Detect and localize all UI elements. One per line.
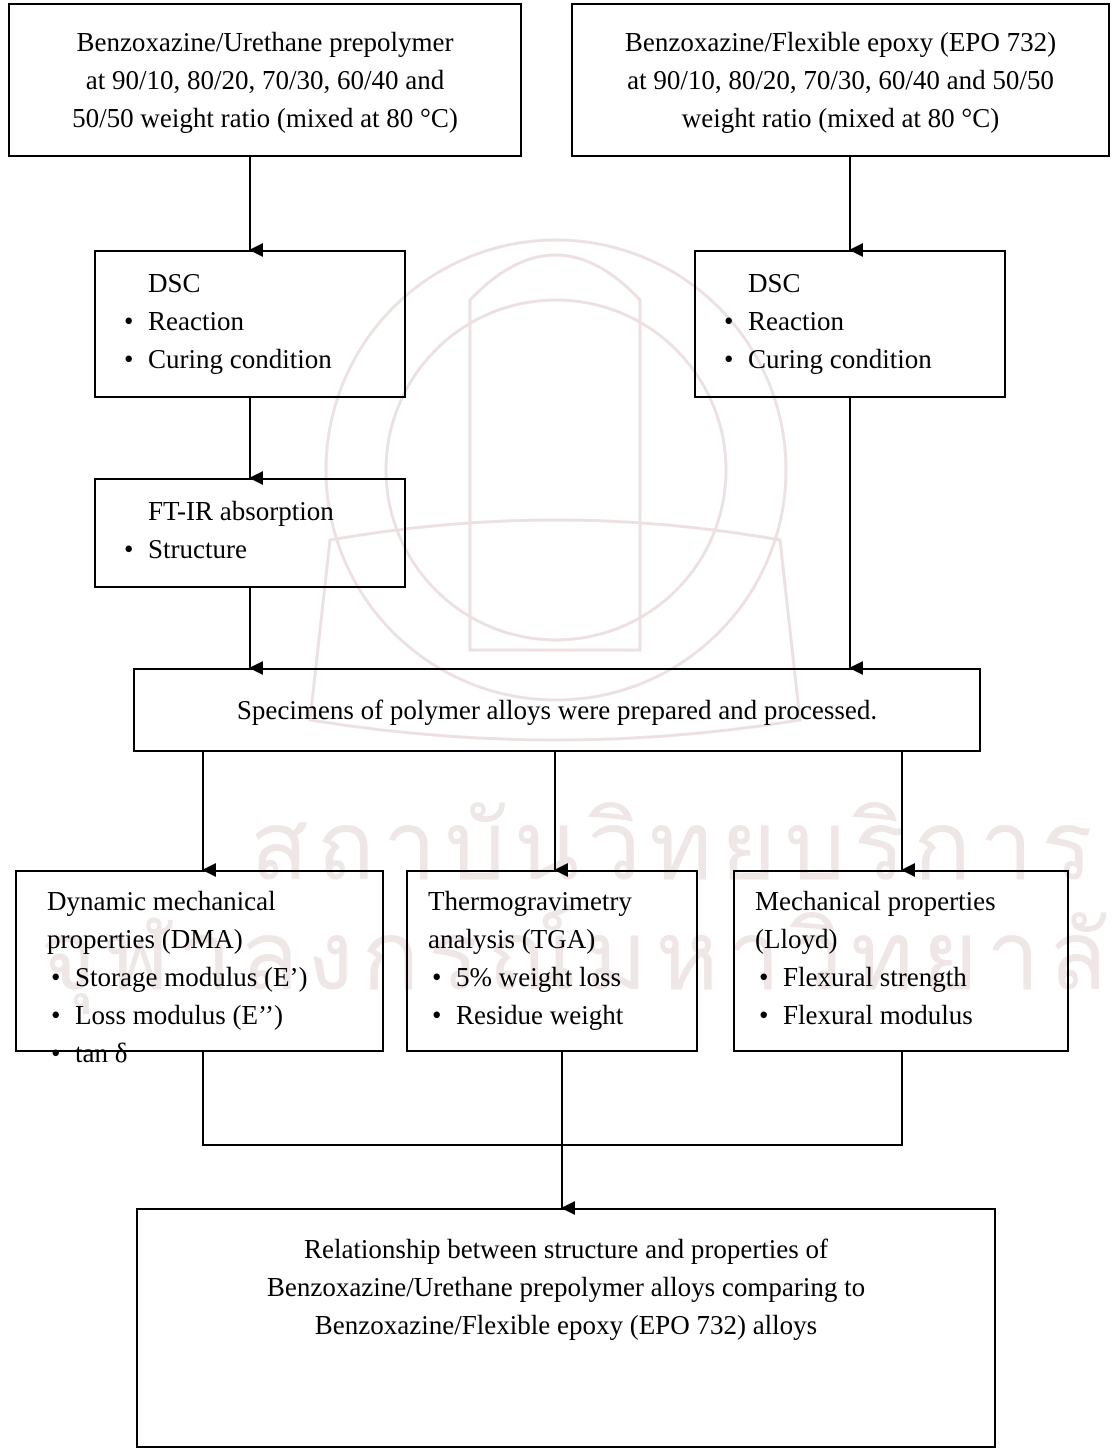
dsc-right-box: DSC Reaction Curing condition [694,250,1006,398]
result-line-1: Relationship between structure and prope… [303,1234,829,1264]
tga-title-1: Thermogravimetry [428,886,632,916]
dma-box: Dynamic mechanical properties (DMA) Stor… [15,870,384,1072]
dma-item: Storage modulus (E’) [47,958,382,996]
start-left-line-2: at 90/10, 80/20, 70/30, 60/40 and [85,65,445,95]
mech-title-2: (Lloyd) [755,924,838,954]
start-right-line-3: weight ratio (mixed at 80 °C) [681,103,1000,133]
start-right-box: Benzoxazine/Flexible epoxy (EPO 732) at … [571,3,1110,157]
dsc-right-title: DSC [748,268,801,298]
result-line-3: Benzoxazine/Flexible epoxy (EPO 732) all… [314,1310,818,1340]
dsc-left-item: Curing condition [120,340,404,378]
dsc-right-item: Reaction [720,302,1004,340]
start-right-line-2: at 90/10, 80/20, 70/30, 60/40 and 50/50 [627,65,1054,95]
mech-item: Flexural strength [755,958,1067,996]
start-left-line-1: Benzoxazine/Urethane prepolymer [76,27,454,57]
dsc-left-box: DSC Reaction Curing condition [94,250,406,398]
dsc-right-list: Reaction Curing condition [720,302,1004,378]
result-box: Relationship between structure and prope… [136,1208,996,1448]
mech-box: Mechanical properties (Lloyd) Flexural s… [733,870,1069,1052]
start-left-box: Benzoxazine/Urethane prepolymer at 90/10… [8,3,522,157]
result-line-2: Benzoxazine/Urethane prepolymer alloys c… [266,1272,866,1302]
dma-item: tan δ [47,1034,382,1072]
tga-item: Residue weight [428,996,696,1034]
ftir-title: FT-IR absorption [148,496,334,526]
start-left-line-3: 50/50 weight ratio (mixed at 80 °C) [72,103,458,133]
dsc-right-item: Curing condition [720,340,1004,378]
dsc-left-item: Reaction [120,302,404,340]
ftir-item: Structure [120,530,404,568]
start-right-line-1: Benzoxazine/Flexible epoxy (EPO 732) [624,27,1057,57]
dsc-left-list: Reaction Curing condition [120,302,404,378]
dsc-left-title: DSC [148,268,201,298]
dma-item: Loss modulus (E’’) [47,996,382,1034]
tga-box: Thermogravimetry analysis (TGA) 5% weigh… [406,870,698,1052]
tga-item: 5% weight loss [428,958,696,996]
ftir-box: FT-IR absorption Structure [94,478,406,588]
dma-title-1: Dynamic mechanical [47,886,276,916]
mech-list: Flexural strength Flexural modulus [755,958,1067,1034]
dma-title-2: properties (DMA) [47,924,243,954]
tga-title-2: analysis (TGA) [428,924,596,954]
ftir-list: Structure [120,530,404,568]
mech-item: Flexural modulus [755,996,1067,1034]
specimens-box: Specimens of polymer alloys were prepare… [133,668,981,752]
specimens-text: Specimens of polymer alloys were prepare… [236,695,878,725]
tga-list: 5% weight loss Residue weight [428,958,696,1034]
dma-list: Storage modulus (E’) Loss modulus (E’’) … [47,958,382,1072]
mech-title-1: Mechanical properties [755,886,996,916]
merge-line [202,1052,903,1146]
